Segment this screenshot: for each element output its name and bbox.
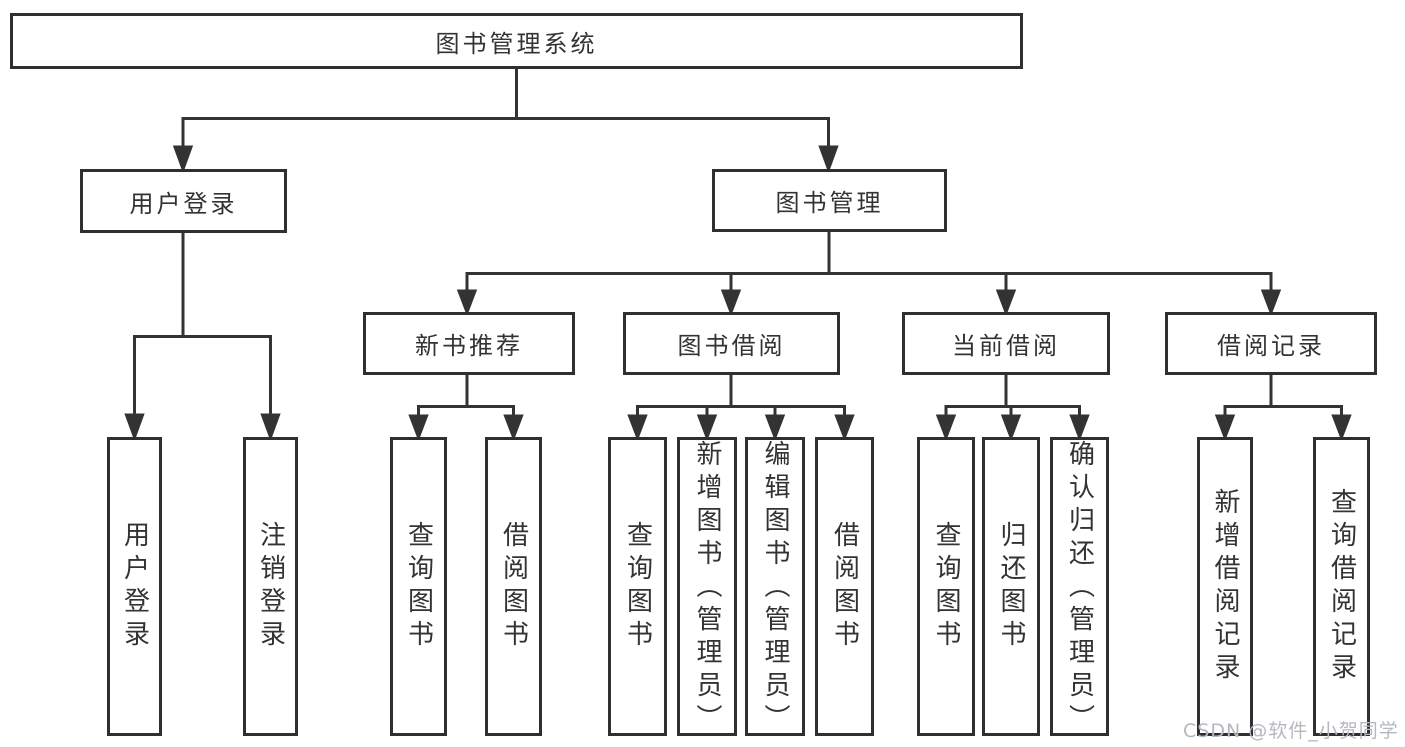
leaf-logout: 注销登录 (243, 437, 298, 736)
leaf-edit-books-admin: 编辑图书（管理员） (745, 437, 805, 737)
connector-recommend-group (408, 375, 524, 442)
connector-level2-to-level3 (456, 232, 1282, 317)
node-book-borrow: 图书借阅 (623, 312, 840, 375)
node-new-book-recommend: 新书推荐 (363, 312, 575, 375)
connector-root-to-level2 (172, 69, 839, 174)
node-borrow-records: 借阅记录 (1165, 312, 1377, 375)
leaf-add-borrow-record: 新增借阅记录 (1197, 437, 1253, 736)
leaf-add-books-admin: 新增图书（管理员） (677, 437, 737, 737)
root-node-library-system: 图书管理系统 (10, 13, 1023, 69)
leaf-borrow-books: 借阅图书 (815, 437, 874, 736)
connector-user-login-group (124, 233, 281, 442)
node-user-login: 用户登录 (80, 169, 287, 233)
leaf-return-books: 归还图书 (982, 437, 1040, 736)
csdn-watermark: CSDN @软件_小贺同学 (1183, 720, 1399, 742)
connector-borrow-group (627, 375, 855, 442)
connector-records-group (1214, 375, 1352, 442)
leaf-recommend-query-books: 查询图书 (390, 437, 447, 736)
leaf-recommend-borrow-books: 借阅图书 (485, 437, 542, 736)
leaf-user-login: 用户登录 (107, 437, 162, 736)
leaf-query-borrow-record: 查询借阅记录 (1313, 437, 1370, 736)
node-book-management: 图书管理 (712, 169, 947, 232)
leaf-borrow-query-books: 查询图书 (608, 437, 667, 736)
connector-current-group (935, 375, 1090, 442)
leaf-current-query-books: 查询图书 (917, 437, 975, 736)
leaf-confirm-return-admin: 确认归还（管理员） (1050, 437, 1109, 737)
node-current-borrow: 当前借阅 (902, 312, 1110, 375)
